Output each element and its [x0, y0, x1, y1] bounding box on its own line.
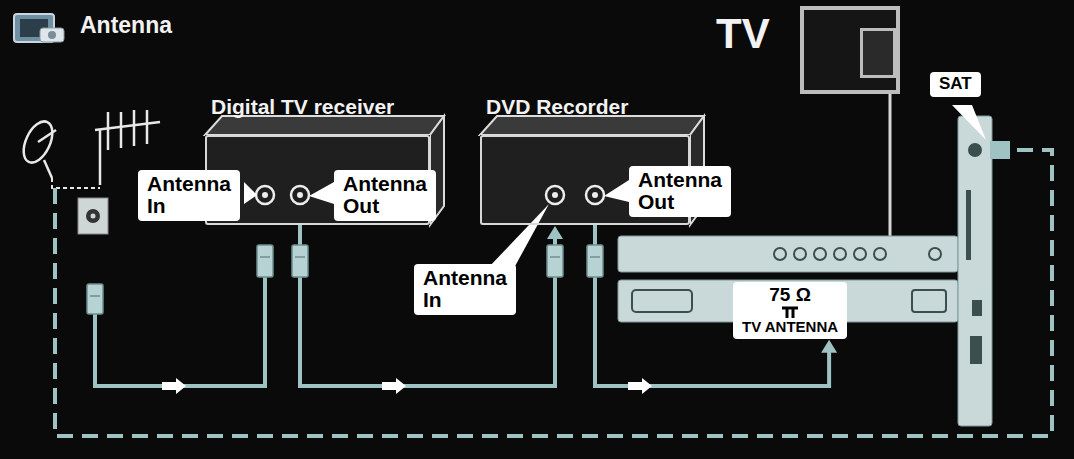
wall-socket — [78, 198, 108, 234]
sat-plug — [990, 141, 1010, 159]
tv-side-panel — [958, 116, 992, 426]
callout-text: SAT — [939, 75, 972, 93]
connector-callout: 75 Ω TV ANTENNA — [733, 282, 847, 339]
tv-panel — [618, 280, 958, 322]
port-callout: Antenna In — [414, 264, 516, 315]
port-callout: Antenna Out — [629, 166, 731, 217]
tv-panel — [618, 236, 958, 272]
tv-monitor: TV — [800, 6, 900, 94]
device-heading: DVD Recorder — [486, 95, 628, 119]
satellite-cable — [55, 150, 1052, 436]
callout-text: Antenna Out — [343, 173, 427, 217]
monitor-back — [860, 28, 896, 78]
callout-text: Antenna In — [423, 267, 507, 311]
connector-callout: SAT — [930, 72, 981, 97]
port-callout: Antenna Out — [334, 170, 436, 221]
flow-arrows — [162, 378, 652, 394]
port-callout: Antenna In — [138, 170, 240, 221]
device-heading: TV — [716, 10, 770, 58]
callout-pointers — [244, 105, 986, 268]
dish-feed — [52, 178, 100, 188]
antenna-label: Antenna — [80, 12, 172, 39]
wall-cable — [95, 275, 265, 386]
antenna-icon — [14, 14, 64, 42]
device-heading: Digital TV receiver — [211, 95, 394, 119]
callout-text: TV ANTENNA — [742, 319, 838, 335]
coax-plugs — [87, 245, 603, 314]
callout-text: 75 Ω — [742, 285, 838, 305]
callout-text: Antenna In — [147, 173, 231, 217]
antenna-symbol — [780, 305, 800, 319]
callout-text: Antenna Out — [638, 169, 722, 213]
